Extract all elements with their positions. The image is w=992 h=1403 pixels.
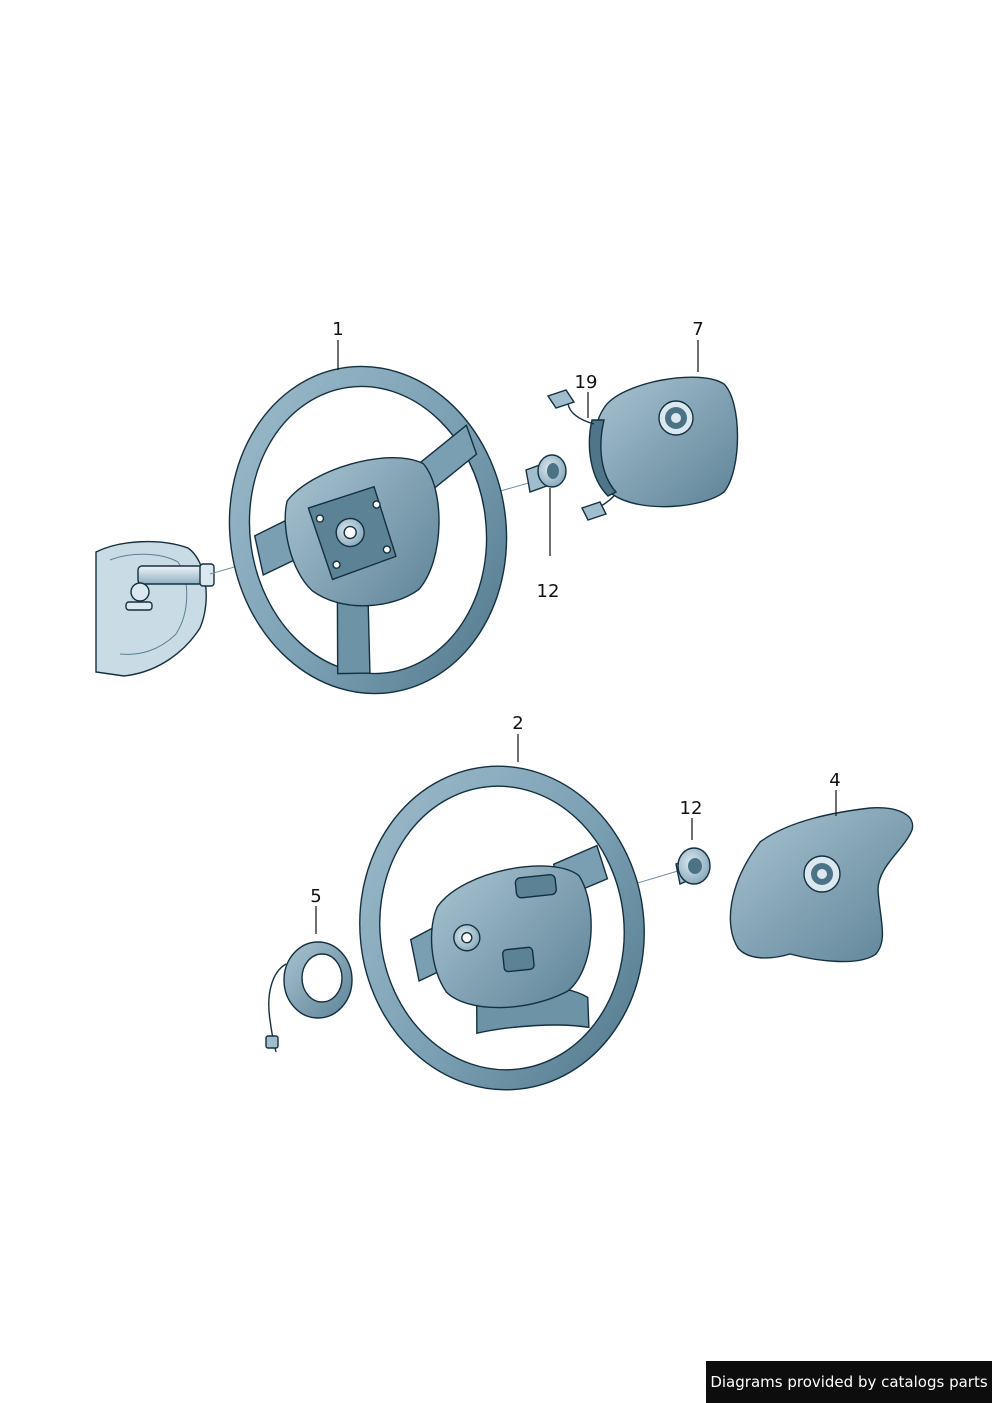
airbag-module-4 xyxy=(729,807,914,963)
connector-19 xyxy=(546,389,576,409)
callout-12-top: 12 xyxy=(537,581,560,602)
callout-12-bottom: 12 xyxy=(680,798,703,819)
steering-column xyxy=(95,540,215,677)
bolt-12-bottom xyxy=(675,847,711,885)
callout-1: 1 xyxy=(332,319,343,340)
bolt-12-top xyxy=(525,454,567,493)
credit-banner: Diagrams provided by catalogs parts xyxy=(706,1361,992,1403)
connector-bottom xyxy=(581,501,607,521)
clock-spring-5 xyxy=(265,941,353,1053)
credit-text: Diagrams provided by catalogs parts xyxy=(710,1373,988,1391)
callout-4: 4 xyxy=(829,770,840,791)
callout-19: 19 xyxy=(575,372,598,393)
callout-2: 2 xyxy=(512,713,523,734)
airbag-module-7 xyxy=(546,376,739,521)
callout-7: 7 xyxy=(692,319,703,340)
steering-wheel-2 xyxy=(359,765,645,1091)
steering-wheel-1 xyxy=(228,365,508,695)
callout-5: 5 xyxy=(310,886,321,907)
